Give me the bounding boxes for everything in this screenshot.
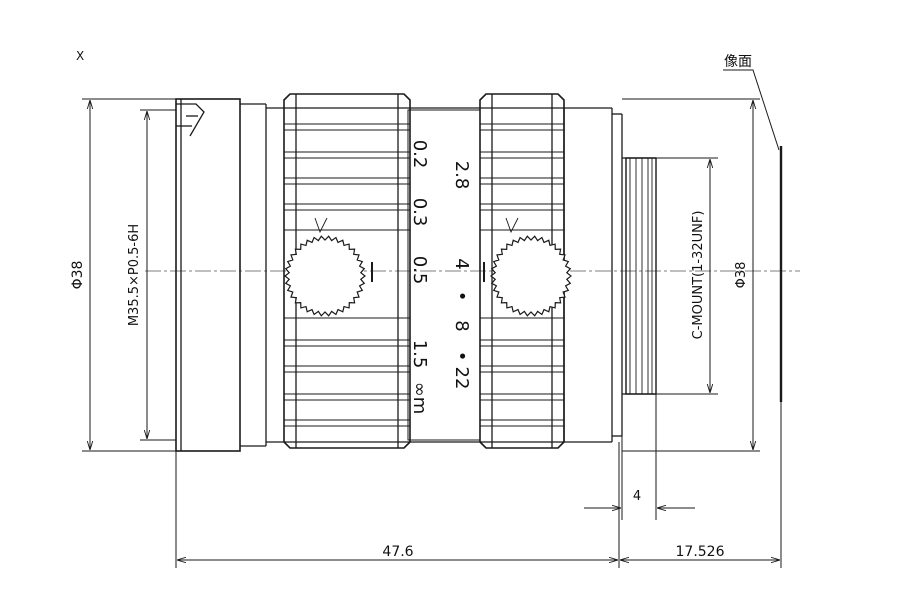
focus-scale-label: 0.3 [409,198,430,227]
dim-mount [656,157,718,395]
aperture-lock-knob [490,235,572,317]
aperture-scale-label: 4 [451,258,472,269]
focus-lock-knob [284,235,366,317]
front-thread-label: M35.5×P0.5-6H [127,224,142,326]
aperture-scale-label: • [451,351,472,362]
dim-flange-offset [584,394,695,520]
aperture-scale-label: 8 [451,320,472,331]
aperture-scale-label: 2.8 [451,161,472,190]
corner-mark: X [76,49,84,63]
image-plane-label: 像面 [724,54,752,70]
front-cap [175,98,267,452]
dim-front-thread [140,109,176,441]
body-length-label: 47.6 [382,544,413,560]
aperture-scale: 2.8 4 • 8 • 22 [451,161,472,390]
flange-offset-label: 4 [633,489,641,504]
dim-left-diameter [82,98,176,452]
aperture-scale-label: 22 [451,367,472,390]
image-plane-leader [723,69,780,151]
focus-scale-label: ∞m [409,382,430,415]
focus-scale-label: 0.5 [409,256,430,285]
dim-right-diameter [622,98,760,452]
focus-knob-arrow [314,217,328,234]
focus-ring [283,93,411,449]
aperture-scale-label: • [451,291,472,302]
dim-bottom-lengths [175,402,782,568]
focus-scale-label: 0.2 [409,140,430,169]
focus-scale: 0.2 0.3 0.5 1.5 ∞m [409,140,430,415]
back-focal-label: 17.526 [676,544,725,560]
right-diameter-label: Φ38 [734,262,749,289]
left-diameter-label: Φ38 [70,261,86,290]
aperture-knob-arrow [505,217,519,234]
focus-scale-label: 1.5 [409,340,430,369]
mount-label: C-MOUNT(1-32UNF) [691,211,706,340]
c-mount-thread [622,157,657,395]
